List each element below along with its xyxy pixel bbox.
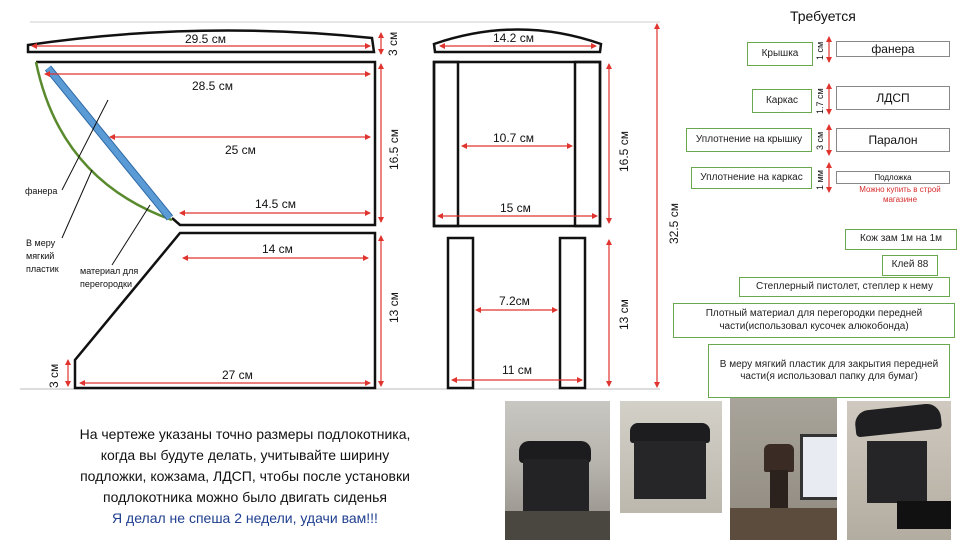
label-base-bottom: 27 см [222,368,253,382]
caption-line-5: Я делал не спеша 2 недели, удачи вам!!! [112,510,378,526]
photo-armrest-2 [620,401,722,513]
req-item-glue: Клей 88 [882,255,938,276]
front-leg-left [446,236,475,390]
photo-armrest-4 [847,401,951,540]
req-thickness-lid: 1 см [815,42,825,60]
annotation-plywood: фанера [25,186,57,196]
label-front-inner: 10.7 см [493,131,534,145]
req-buy-note: Можно купить в строй магазине [859,185,941,204]
photo-armrest-1 [505,401,610,540]
photo-armrest-stand [770,470,788,510]
label-base-front: 3 см [47,364,61,388]
req-item-front-plastic: В меру мягкий пластик для закрытия перед… [708,344,950,398]
requirements-title: Требуется [790,8,856,24]
req-label-foam: Уплотнение на крышку [686,128,812,152]
label-mid-width: 25 см [225,143,256,157]
req-label-lid: Крышка [747,42,813,66]
req-item-stapler: Степлерный пистолет, степлер к нему [739,277,950,297]
req-material-foam: Паралон [836,128,950,152]
photo-keyboard [897,501,951,529]
label-low-width: 14.5 см [255,197,296,211]
label-legs-height: 13 см [617,299,631,330]
label-legs-width: 11 см [502,363,532,377]
req-item-leather: Кож зам 1м на 1м [845,229,957,250]
front-leg-right [558,236,587,390]
plastic-curve [34,61,173,222]
side-body-outline [36,60,377,227]
label-lid-width: 29.5 см [185,32,226,46]
pointer-plywood [61,99,109,191]
label-base-height: 13 см [387,292,401,323]
side-lid-outline [26,29,376,54]
pointer-plastic [61,169,93,239]
pointer-partition [111,204,151,266]
caption: На чертеже указаны точно размеры подлоко… [10,424,480,529]
side-base-outline [73,231,377,390]
annotation-partition-line1: материал для [80,266,138,276]
photo-armrest-body [867,441,927,503]
photo-armrest-small [764,444,794,472]
caption-line-3: подложки, кожзама, ЛДСП, чтобы после уст… [80,468,410,484]
req-thickness-frame: 1.7 см [815,88,825,114]
label-body-height: 16.5 см [387,129,401,170]
req-thickness-foam: 3 см [815,132,825,150]
label-front-height: 16.5 см [617,131,631,172]
req-thickness-underlay: 1 мм [815,170,825,190]
req-item-partition-material: Плотный материал для перегородки передне… [673,303,955,338]
label-legs-inner: 7.2см [499,294,530,308]
annotation-plastic-line3: пластик [26,264,59,274]
label-front-width: 15 см [500,201,531,215]
req-material-frame: ЛДСП [836,86,950,110]
plywood-bar [45,66,173,220]
front-lid-outline [432,28,603,54]
front-body-right-wall [573,60,602,228]
label-front-lid: 14.2 см [493,31,534,45]
photo-desk [730,508,837,540]
req-label-frame: Каркас [752,89,812,113]
req-label-underlay: Уплотнение на каркас [691,167,812,189]
photo-armrest-3 [730,398,837,540]
label-lid-height: 3 см [386,32,400,56]
annotation-plastic-line2: мягкий [26,251,54,261]
photo-monitor [800,434,837,500]
label-top-width: 28.5 см [192,79,233,93]
caption-line-4: подлокотника можно было двигать сиденья [103,489,387,505]
photo-armrest-lid [630,423,710,443]
req-material-lid: фанера [836,41,950,57]
photo-armrest-body [634,441,706,499]
photo-armrest-lid [519,441,591,463]
annotation-partition-line2: перегородки [80,279,132,289]
photo-floor [505,511,610,540]
photo-armrest-lid-open [853,402,943,438]
front-body-left-wall [432,60,460,228]
label-total-height: 32.5 см [667,203,681,244]
photo-armrest-body [523,459,589,519]
label-base-top: 14 см [262,242,293,256]
annotation-plastic-line1: В меру [26,238,56,248]
req-material-underlay: Подложка [836,171,950,184]
caption-line-1: На чертеже указаны точно размеры подлоко… [79,426,411,442]
caption-line-2: когда вы будуте делать, учитывайте ширин… [100,447,390,463]
